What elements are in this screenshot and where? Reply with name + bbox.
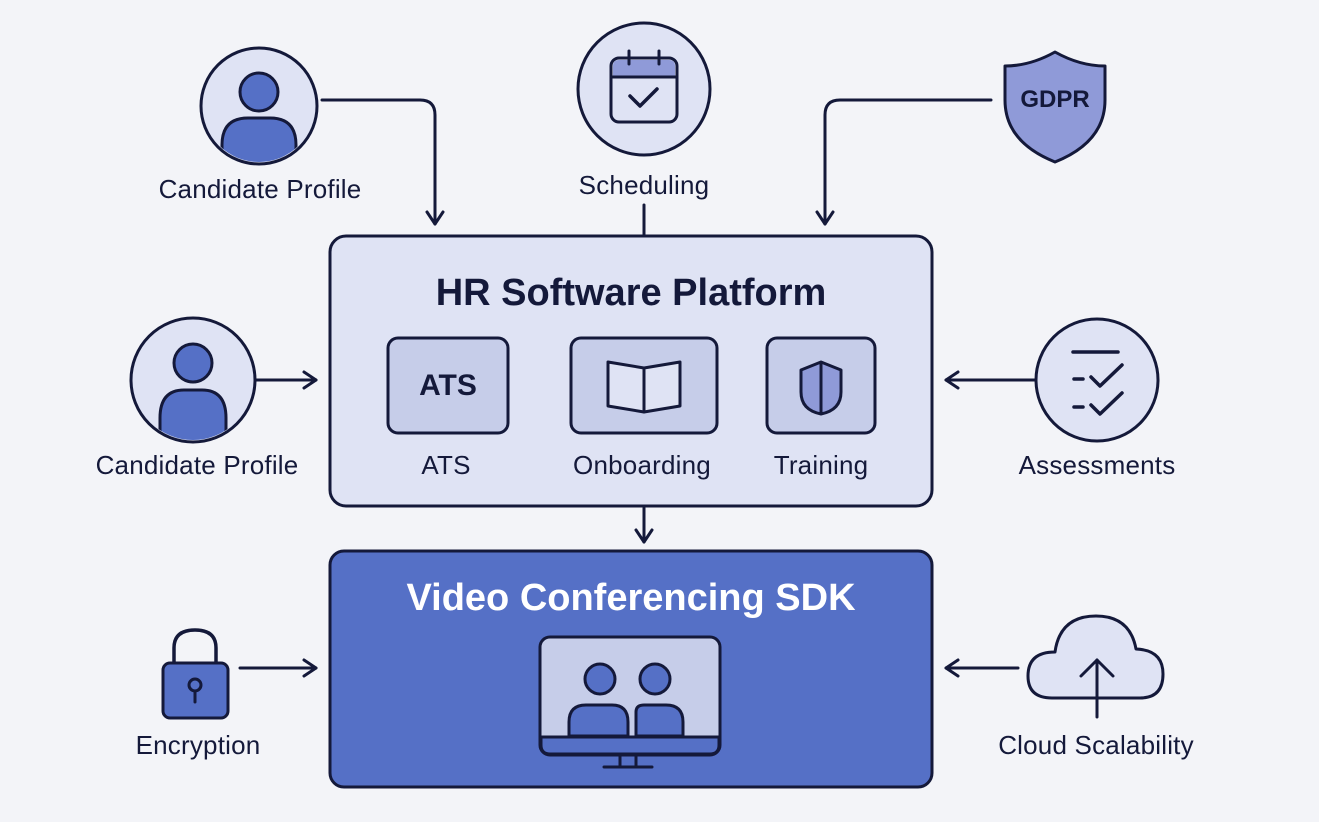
- calendar-check-icon[interactable]: [576, 21, 712, 157]
- candidate-profile-top-label: Candidate Profile: [158, 174, 362, 204]
- candidate-profile-left-label: Candidate Profile: [95, 450, 299, 480]
- module-onboarding-label: Onboarding: [573, 450, 711, 480]
- connector-candidate-profile-top-to-platform: [320, 98, 445, 226]
- scheduling-label: Scheduling: [578, 170, 710, 200]
- open-book-icon: [606, 360, 682, 414]
- module-training-tile[interactable]: [765, 336, 877, 435]
- video-sdk-box[interactable]: [328, 549, 934, 789]
- assessments-label: Assessments: [1018, 450, 1176, 480]
- encryption-label: Encryption: [135, 730, 261, 760]
- connectors: [238, 98, 1038, 678]
- video-call-monitor-icon: [538, 635, 722, 769]
- sdk-title: Video Conferencing SDK: [406, 577, 856, 619]
- module-ats-tile[interactable]: [386, 336, 510, 435]
- hr-platform-box[interactable]: [328, 234, 934, 508]
- module-training-label: Training: [773, 450, 869, 480]
- platform-title: HR Software Platform: [435, 272, 827, 314]
- user-avatar-icon[interactable]: [129, 316, 257, 444]
- gdpr-shield-text: GDPR: [1020, 86, 1090, 113]
- shield-icon: [799, 360, 843, 416]
- connector-gdpr-to-platform: [815, 98, 993, 226]
- padlock-icon[interactable]: [161, 628, 230, 720]
- cloud-scalability-label: Cloud Scalability: [998, 730, 1194, 760]
- cloud-upload-icon[interactable]: [1026, 614, 1165, 719]
- checklist-icon[interactable]: [1034, 317, 1160, 443]
- gdpr-shield-icon[interactable]: [1003, 50, 1107, 164]
- module-onboarding-tile[interactable]: [569, 336, 719, 435]
- user-avatar-icon[interactable]: [199, 46, 319, 166]
- ats-text-icon: ATS: [419, 369, 477, 402]
- module-ats-label: ATS: [421, 450, 471, 480]
